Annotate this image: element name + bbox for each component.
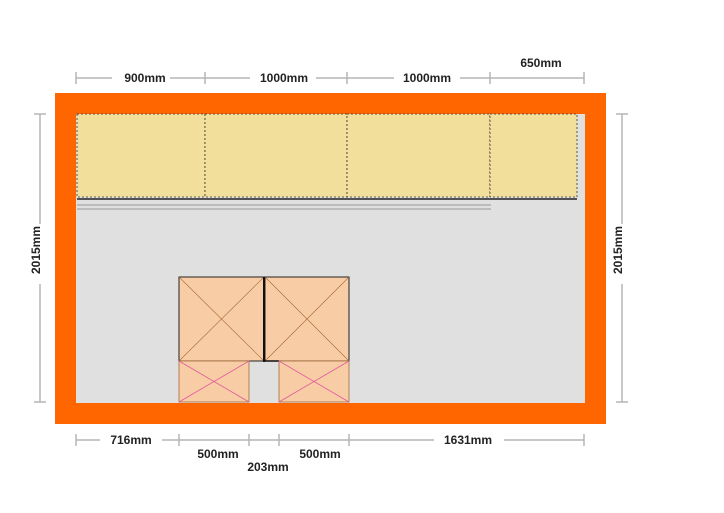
bottom-dim-5: 203mm [247, 460, 288, 474]
wall-cabinets [76, 113, 578, 210]
bottom-dim-3: 500mm [299, 447, 340, 461]
top-dim-3: 1000mm [403, 71, 451, 85]
top-dimension: 900mm 1000mm 1000mm 650mm [75, 56, 585, 85]
top-dim-1: 900mm [124, 71, 165, 85]
right-dim: 2015mm [611, 226, 625, 274]
bottom-dim-2: 500mm [197, 447, 238, 461]
left-dimension: 2015mm [29, 113, 48, 403]
wall-cabinet-1[interactable] [76, 113, 206, 198]
left-dim: 2015mm [29, 226, 43, 274]
bottom-dim-4: 1631mm [444, 433, 492, 447]
bottom-dimension: 716mm 500mm 500mm 1631mm 203mm [75, 432, 585, 474]
floor-unit-1-cross-b [178, 276, 265, 362]
top-dim-4: 650mm [520, 56, 561, 70]
right-dimension: 2015mm [611, 113, 630, 403]
wall-cabinet-4[interactable] [489, 113, 578, 198]
floor-unit-2-cross-b [264, 276, 350, 362]
top-dim-2: 1000mm [260, 71, 308, 85]
floor-unit-3-cross-b [178, 360, 250, 403]
floor-units [178, 276, 350, 403]
floor-unit-4-cross-b [278, 360, 350, 403]
wall-cabinet-3[interactable] [346, 113, 491, 198]
bottom-dim-1: 716mm [110, 433, 151, 447]
wall-cabinet-2[interactable] [204, 113, 348, 198]
